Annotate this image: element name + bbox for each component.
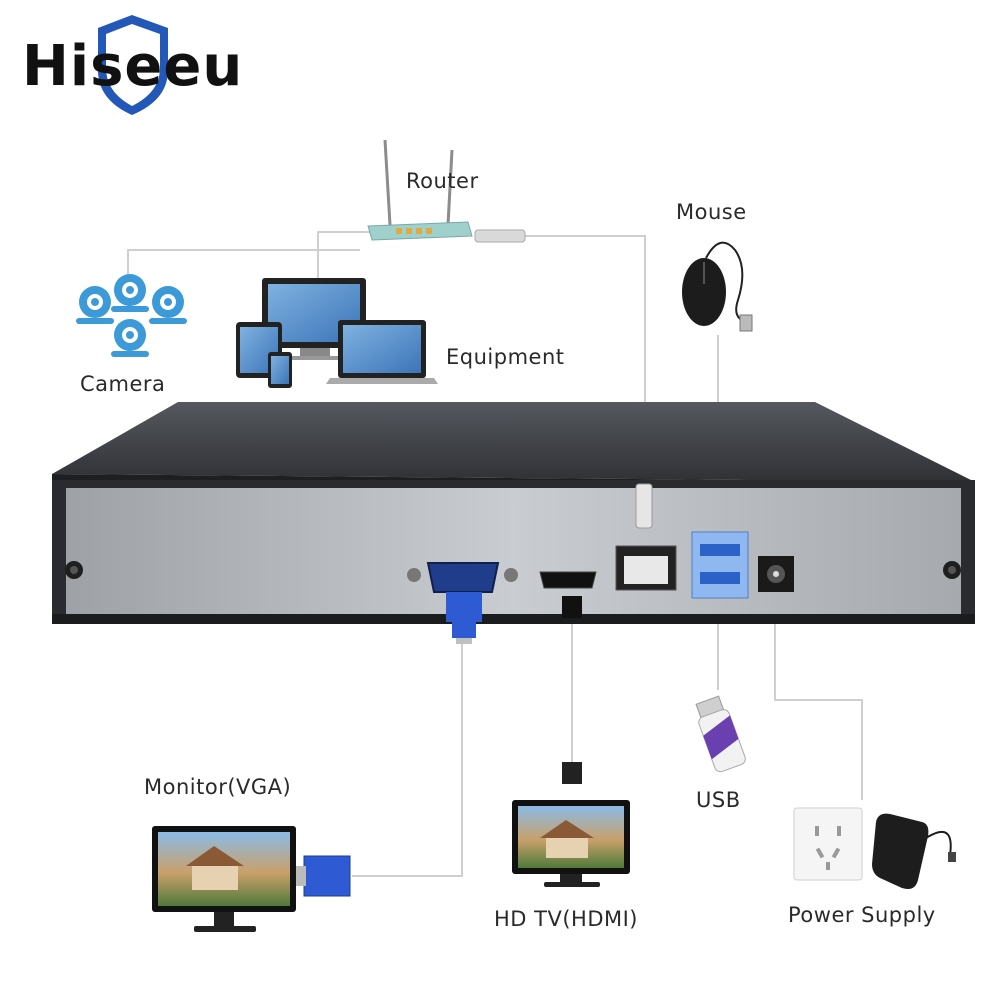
equipment-router-line xyxy=(317,231,380,278)
usb-label: USB xyxy=(696,788,741,812)
equipment-label: Equipment xyxy=(446,345,565,369)
usb-drive-icon xyxy=(695,695,746,773)
power-line xyxy=(774,592,863,800)
camera-label: Camera xyxy=(80,372,166,396)
router-icon xyxy=(367,139,526,243)
hdmi-cable-icon xyxy=(562,762,582,784)
lan-port-icon xyxy=(615,483,677,591)
usb-ports-icon xyxy=(691,531,749,599)
monitor-vga-label: Monitor(VGA) xyxy=(144,775,292,799)
logo-text: Hiseeu xyxy=(22,34,244,99)
vga-line xyxy=(352,640,463,877)
hd-tv-hdmi-label: HD TV(HDMI) xyxy=(494,907,638,931)
hdmi-port-icon xyxy=(539,571,597,618)
power-supply-label: Power Supply xyxy=(788,903,936,927)
router-label: Router xyxy=(406,169,479,193)
nvr-device xyxy=(52,402,975,644)
logo-shield-icon xyxy=(98,15,168,115)
vga-port-icon xyxy=(407,562,518,644)
dc-power-port-icon xyxy=(758,556,794,592)
vga-monitor-icon xyxy=(152,826,351,932)
hdmi-tv-icon xyxy=(512,800,630,887)
power-outlet-icon xyxy=(793,807,863,881)
mouse-label: Mouse xyxy=(676,200,747,224)
camera-icon xyxy=(76,274,187,357)
power-adapter-icon xyxy=(872,813,956,889)
equipment-icon xyxy=(236,278,438,388)
mouse-icon xyxy=(682,241,753,332)
